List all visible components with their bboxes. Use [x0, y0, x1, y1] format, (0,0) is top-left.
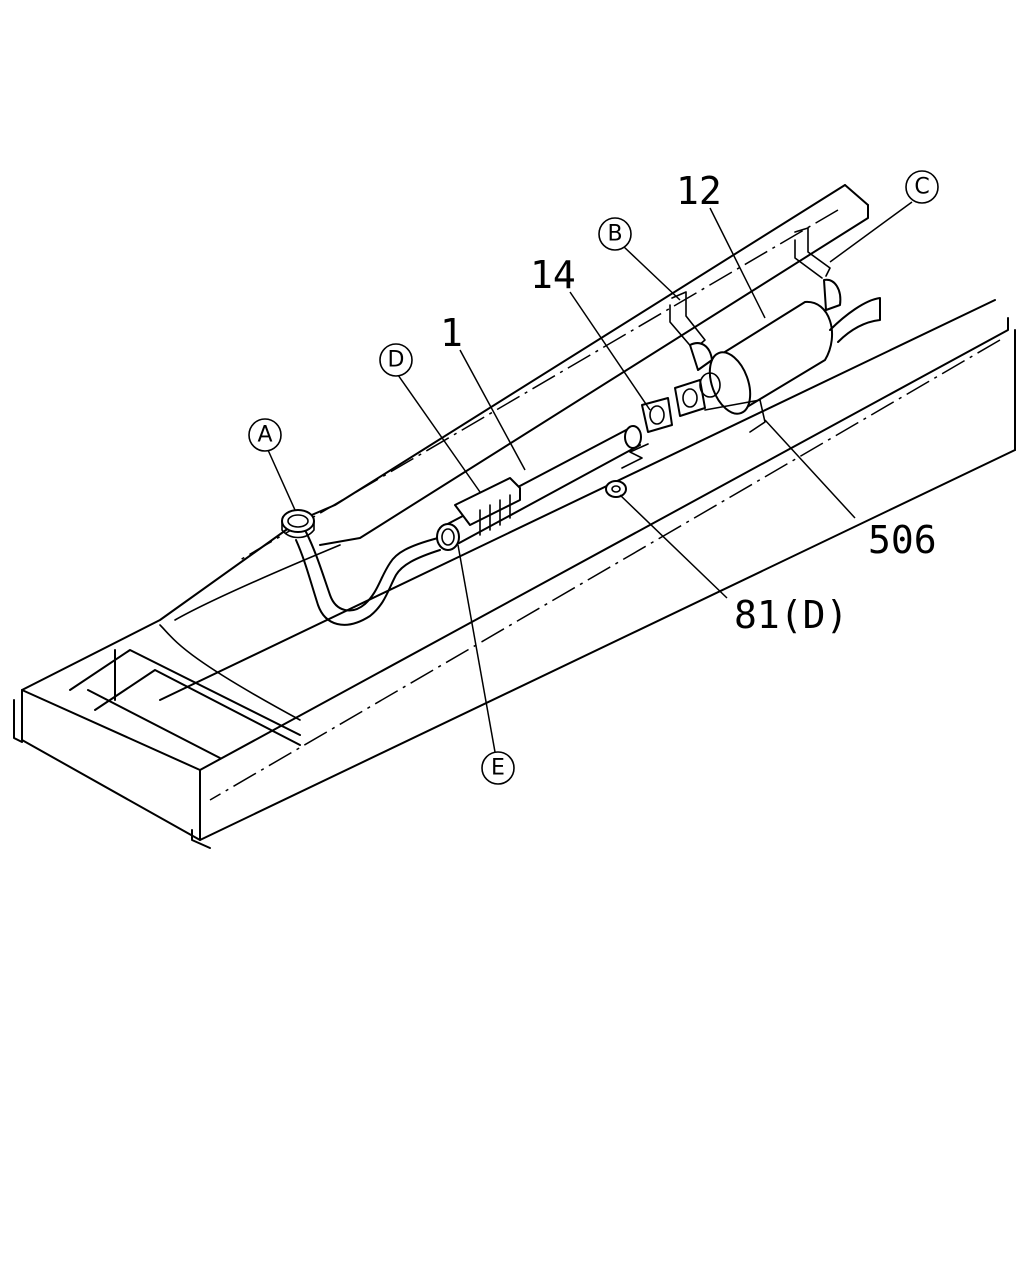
front-exhaust-pipe	[281, 509, 441, 626]
leader-lines	[267, 201, 913, 753]
view-ref-a-label: A	[257, 423, 272, 448]
view-ref-e-label: E	[491, 756, 505, 781]
view-ref-e: E	[481, 751, 515, 785]
muffler	[669, 227, 881, 433]
view-ref-a: A	[248, 418, 282, 452]
nut-81-d	[605, 480, 627, 498]
view-ref-c-label: C	[914, 175, 929, 200]
main-exhaust-pipe	[436, 425, 642, 551]
callout-1: 1	[440, 311, 463, 355]
view-ref-d-label: D	[388, 348, 405, 373]
view-ref-b: B	[598, 217, 632, 251]
view-ref-b-label: B	[607, 222, 622, 247]
callout-81-d: 81(D)	[734, 593, 848, 637]
callout-14: 14	[530, 253, 576, 297]
flange-gasket	[621, 379, 706, 469]
chassis-frame	[13, 184, 1016, 849]
view-ref-c: C	[905, 170, 939, 204]
view-ref-d: D	[379, 343, 413, 377]
callout-506: 506	[868, 518, 937, 562]
callout-12: 12	[676, 169, 722, 213]
